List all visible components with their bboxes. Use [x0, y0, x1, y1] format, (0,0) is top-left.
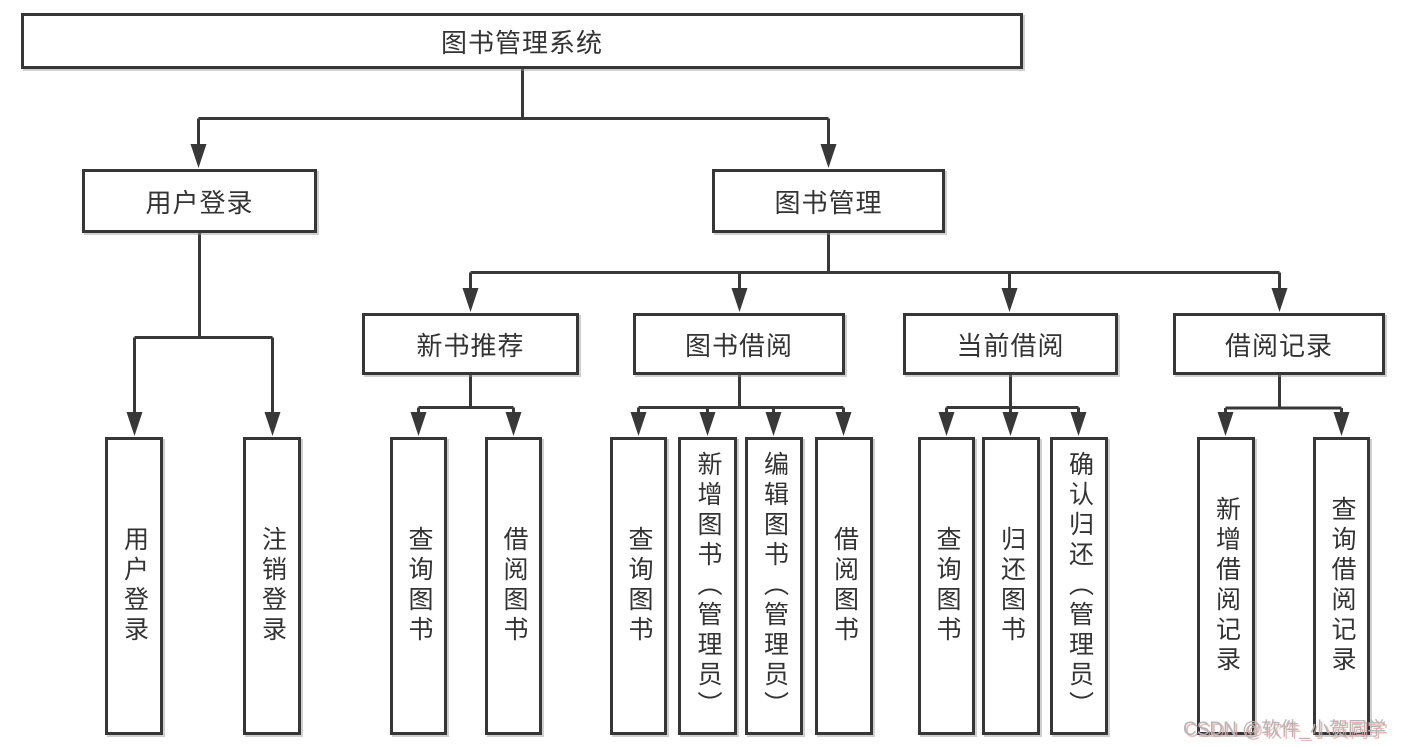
leaf-confirm-return-admin-label: 确认归还（管理员）: [1065, 451, 1094, 721]
leaf-edit-book-admin-label: 编辑图书（管理员）: [760, 451, 789, 721]
node-borrowing-records-label: 借阅记录: [1224, 330, 1333, 361]
node-book-borrowing: 图书借阅: [633, 313, 845, 375]
leaf-user-login: 用户登录: [105, 437, 163, 735]
node-current-borrowing-label: 当前借阅: [956, 330, 1065, 361]
leaf-add-book-admin: 新增图书（管理员）: [678, 437, 737, 735]
leaf-edit-book-admin: 编辑图书（管理员）: [745, 437, 803, 735]
node-current-borrowing: 当前借阅: [903, 313, 1118, 375]
node-book-management-label: 图书管理: [774, 187, 883, 218]
leaf-query-books-2-label: 查询图书: [625, 526, 653, 646]
node-book-borrowing-label: 图书借阅: [684, 330, 793, 361]
csdn-watermark: CSDN @软件_小贺同学: [1183, 719, 1386, 740]
node-library-management-system-label: 图书管理系统: [440, 27, 603, 58]
node-user-login-label: 用户登录: [145, 187, 254, 218]
edge-new-book-recommendation-to-leaves: [417, 375, 515, 414]
leaf-borrow-books-2-label: 借阅图书: [830, 526, 859, 646]
leaf-query-borrow-record-label: 查询借阅记录: [1328, 496, 1356, 676]
leaf-user-login-label: 用户登录: [120, 526, 149, 646]
leaf-add-book-admin-label: 新增图书（管理员）: [694, 451, 722, 721]
leaf-borrow-books-1: 借阅图书: [485, 437, 542, 735]
leaf-borrow-books-2: 借阅图书: [815, 437, 873, 735]
edge-root-to-level2: [197, 69, 830, 146]
node-new-book-recommendation-label: 新书推荐: [416, 330, 525, 361]
leaf-logout-label: 注销登录: [258, 526, 287, 646]
leaf-logout: 注销登录: [243, 437, 301, 735]
leaf-borrow-books-1-label: 借阅图书: [500, 526, 528, 646]
leaf-query-books-1: 查询图书: [390, 437, 447, 735]
edge-current-borrowing-to-leaves: [945, 375, 1080, 414]
leaf-query-books-2: 查询图书: [610, 437, 667, 735]
leaf-query-books-1-label: 查询图书: [405, 526, 433, 646]
edge-user-login-to-leaves: [133, 233, 274, 414]
leaf-confirm-return-admin: 确认归还（管理员）: [1050, 437, 1108, 735]
leaf-query-borrow-record: 查询借阅记录: [1313, 437, 1370, 735]
node-borrowing-records: 借阅记录: [1173, 313, 1385, 375]
leaf-query-books-3-label: 查询图书: [933, 526, 961, 646]
leaf-add-borrow-record: 新增借阅记录: [1197, 437, 1255, 735]
node-library-management-system: 图书管理系统: [21, 13, 1023, 69]
arrowheads: [126, 144, 1350, 436]
node-user-login: 用户登录: [82, 169, 317, 233]
node-new-book-recommendation: 新书推荐: [362, 313, 579, 375]
edge-borrowing-records-to-leaves: [1224, 375, 1343, 414]
edge-book-management-to-level3: [469, 233, 1281, 290]
leaf-query-books-3: 查询图书: [918, 437, 975, 735]
node-book-management: 图书管理: [712, 169, 945, 233]
edge-book-borrowing-to-leaves: [637, 375, 845, 414]
leaf-return-book-label: 归还图书: [997, 526, 1026, 646]
leaf-return-book: 归还图书: [982, 437, 1040, 735]
leaf-add-borrow-record-label: 新增借阅记录: [1212, 496, 1241, 676]
